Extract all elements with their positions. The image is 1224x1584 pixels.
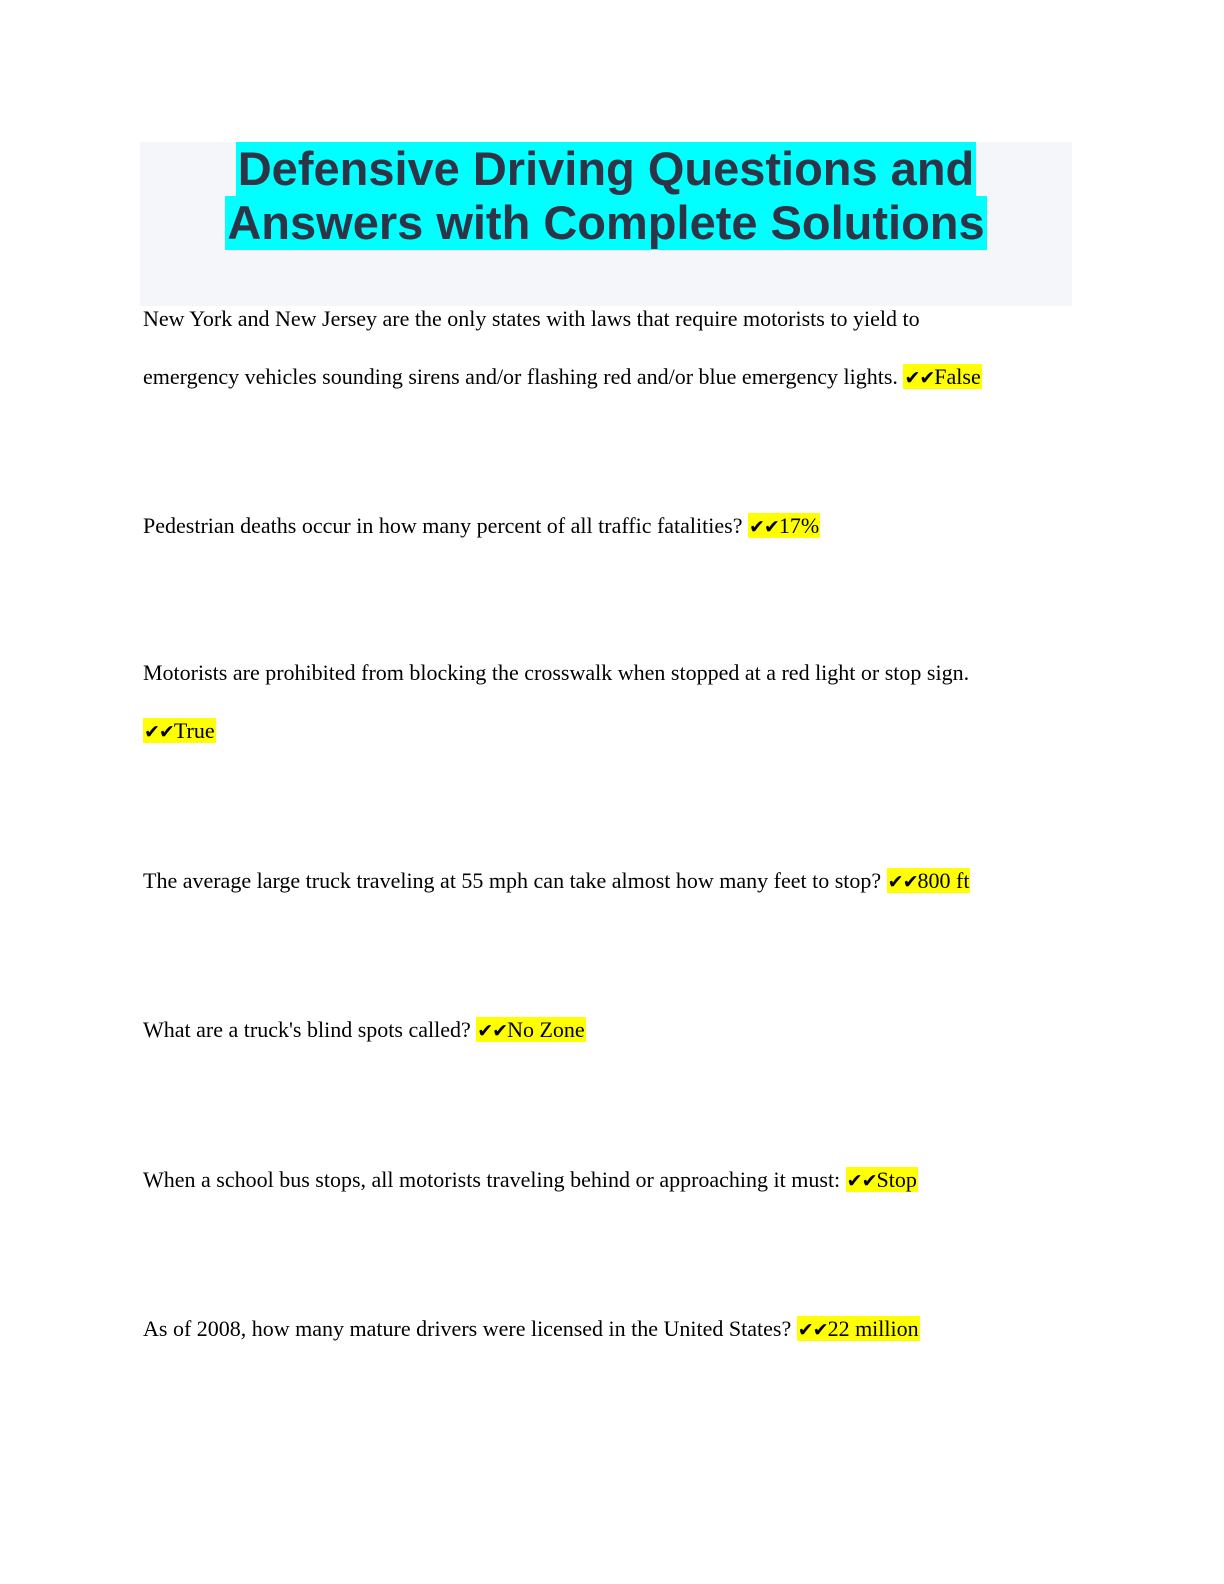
answer-text: 800 ft <box>917 868 970 893</box>
title-line-2: Answers with Complete Solutions <box>225 196 987 250</box>
question-text: As of 2008, how many mature drivers were… <box>143 1316 797 1341</box>
question-1-line-2: emergency vehicles sounding sirens and/o… <box>143 364 982 390</box>
answer-highlight: ✔✔False <box>903 364 982 389</box>
question-text: The average large truck traveling at 55 … <box>143 868 887 893</box>
question-5: What are a truck's blind spots called? ✔… <box>143 1017 586 1043</box>
question-text: When a school bus stops, all motorists t… <box>143 1167 846 1192</box>
question-text: New York and New Jersey are the only sta… <box>143 306 920 331</box>
answer-highlight: ✔✔17% <box>747 513 821 538</box>
double-check-icon: ✔✔ <box>797 1319 829 1341</box>
double-check-icon: ✔✔ <box>846 1170 878 1192</box>
answer-highlight: ✔✔Stop <box>845 1167 918 1192</box>
double-check-icon: ✔✔ <box>144 721 175 743</box>
answer-highlight: ✔✔800 ft <box>886 868 971 893</box>
answer-text: Stop <box>876 1167 917 1192</box>
question-2: Pedestrian deaths occur in how many perc… <box>143 513 821 539</box>
answer-text: 22 million <box>827 1316 919 1341</box>
question-4: The average large truck traveling at 55 … <box>143 868 971 894</box>
question-text: Motorists are prohibited from blocking t… <box>143 660 970 685</box>
question-6: When a school bus stops, all motorists t… <box>143 1167 918 1193</box>
answer-highlight: ✔✔True <box>143 718 216 743</box>
answer-text: 17% <box>778 513 820 538</box>
question-text: emergency vehicles sounding sirens and/o… <box>143 364 904 389</box>
answer-highlight: ✔✔22 million <box>796 1316 920 1341</box>
document-title: Defensive Driving Questions and Answers … <box>140 142 1072 250</box>
double-check-icon: ✔✔ <box>748 516 780 538</box>
title-line-1: Defensive Driving Questions and <box>235 142 977 196</box>
double-check-icon: ✔✔ <box>887 871 919 893</box>
answer-text: True <box>173 718 215 743</box>
question-text: Pedestrian deaths occur in how many perc… <box>143 513 748 538</box>
answer-text: No Zone <box>507 1017 585 1042</box>
answer-text: False <box>934 364 981 389</box>
double-check-icon: ✔✔ <box>477 1020 508 1042</box>
double-check-icon: ✔✔ <box>904 367 935 389</box>
question-text: What are a truck's blind spots called? <box>143 1017 477 1042</box>
answer-highlight: ✔✔No Zone <box>476 1017 586 1042</box>
question-7: As of 2008, how many mature drivers were… <box>143 1316 920 1342</box>
question-3-answer-line: ✔✔True <box>143 718 216 744</box>
document-header: Defensive Driving Questions and Answers … <box>140 142 1072 306</box>
question-1-line-1: New York and New Jersey are the only sta… <box>143 306 920 332</box>
question-3: Motorists are prohibited from blocking t… <box>143 660 969 686</box>
